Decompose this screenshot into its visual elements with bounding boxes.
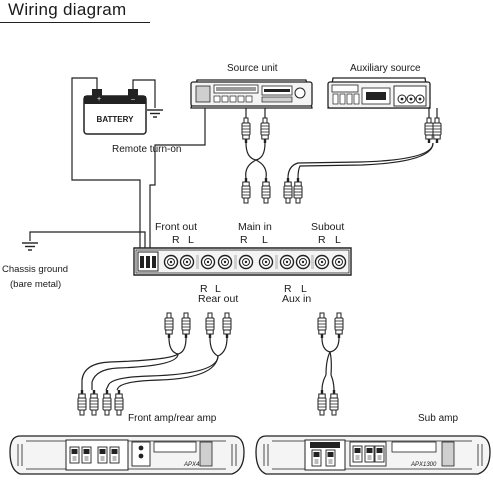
subout-l-label: L [335, 234, 341, 246]
aux-in-r-jack [279, 254, 295, 270]
remote-turn-on-label: Remote turn-on [112, 144, 181, 155]
front-out-label: Front out [155, 221, 197, 233]
main-in-r-jack [238, 254, 254, 270]
aux-in-label: Aux in [282, 293, 311, 305]
subout-l-jack [331, 254, 347, 270]
rear-out-l-label: L [215, 283, 221, 295]
svg-text:+: + [97, 96, 101, 103]
battery-label: BATTERY [97, 115, 135, 124]
source-unit [190, 79, 313, 109]
front-rear-amp-label: Front amp/rear amp [128, 413, 217, 424]
main-in-l-jack [258, 254, 274, 270]
bare-metal-label: (bare metal) [10, 279, 61, 290]
subout-r-jack [314, 254, 330, 270]
aux-in-l-label: L [301, 283, 307, 295]
aux-in-l-jack [295, 254, 311, 270]
front-rear-amplifier: APX4240 [9, 435, 245, 475]
front-amp-model-label: APX4240 [183, 462, 210, 468]
front-out-r-jack [163, 254, 179, 270]
title-underline [0, 22, 150, 23]
svg-text:–: – [131, 96, 135, 103]
crossover-unit [133, 247, 352, 276]
chassis-ground-label: Chassis ground [2, 264, 68, 275]
battery-ground-icon [146, 109, 164, 118]
chassis-ground-icon [21, 242, 39, 251]
auxiliary-source [327, 77, 431, 109]
main-in-r-label: R [240, 234, 248, 246]
sub-amp-label: Sub amp [418, 413, 458, 424]
battery: + – BATTERY [83, 89, 147, 135]
front-out-l-label: L [188, 234, 194, 246]
subout-label: Subout [311, 221, 344, 233]
subout-r-label: R [318, 234, 326, 246]
rear-out-l-jack [217, 254, 233, 270]
sub-amp-model-label: APX1300 [410, 462, 437, 468]
sub-amplifier: APX1300 [255, 435, 491, 475]
main-in-label: Main in [238, 221, 272, 233]
front-out-l-jack [179, 254, 195, 270]
auxiliary-source-label: Auxiliary source [350, 63, 421, 74]
front-out-r-label: R [172, 234, 180, 246]
main-in-l-label: L [262, 234, 268, 246]
source-unit-label: Source unit [227, 63, 278, 74]
rear-out-r-jack [200, 254, 216, 270]
rear-out-label: Rear out [198, 293, 238, 305]
page-title: Wiring diagram [8, 0, 127, 19]
power-terminal-block [137, 251, 159, 272]
rear-out-r-label: R [200, 283, 208, 295]
aux-in-r-label: R [284, 283, 292, 295]
